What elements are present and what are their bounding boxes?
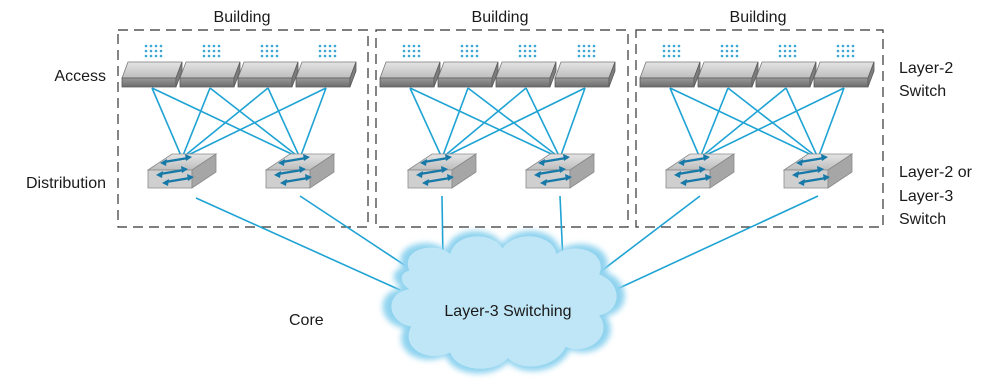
multilayer-switch-icon <box>264 153 336 189</box>
layer2-switch-icon <box>639 44 701 88</box>
device-label-layer2-line1: Layer-2 <box>899 60 953 77</box>
access-dist-link <box>181 87 269 159</box>
access-dist-link <box>181 87 211 159</box>
device-label-layer23-line3: Switch <box>899 211 946 228</box>
layer2-switch-icon <box>295 44 357 88</box>
access-dist-link <box>669 87 701 159</box>
building-boxes <box>117 29 884 228</box>
dist-core-link <box>299 195 416 273</box>
layer2-switch-icon <box>495 44 557 88</box>
device-label-layer2-line2: Switch <box>899 83 946 100</box>
core-cloud <box>382 231 625 374</box>
building-box-3 <box>635 29 884 228</box>
multilayer-switch-icon <box>664 153 736 189</box>
access-dist-link <box>699 87 845 159</box>
access-dist-link <box>299 87 327 159</box>
access-dist-link <box>525 87 561 159</box>
building-label-1: Building <box>214 9 271 26</box>
distribution-switches <box>146 153 854 189</box>
building-label-3: Building <box>730 9 787 26</box>
dist-core-link <box>195 197 401 291</box>
access-dist-link <box>441 87 469 159</box>
multilayer-switch-icon <box>406 153 478 189</box>
access-switches <box>121 44 875 88</box>
layer2-switch-icon <box>697 44 759 88</box>
access-dist-link <box>151 87 183 159</box>
layer-label-distribution: Distribution <box>26 175 106 192</box>
core-cloud-shape <box>391 236 617 369</box>
access-dist-link <box>441 87 586 159</box>
access-dist-link <box>699 87 787 159</box>
device-label-layer23-line2: Layer-3 <box>899 188 953 205</box>
layer2-switch-icon <box>179 44 241 88</box>
access-dist-link <box>441 87 527 159</box>
layer2-switch-icon <box>813 44 875 88</box>
access-dist-link <box>785 87 819 159</box>
access-dist-link <box>409 87 443 159</box>
dist-core-link <box>614 195 819 291</box>
core-cloud-label: Layer-3 Switching <box>444 303 571 320</box>
building-label-2: Building <box>472 9 529 26</box>
layer-label-access: Access <box>54 68 106 85</box>
layer2-switch-icon <box>554 44 616 88</box>
layer-label-core: Core <box>289 312 324 329</box>
layer2-switch-icon <box>237 44 299 88</box>
multilayer-switch-icon <box>782 153 854 189</box>
network-links <box>151 87 845 291</box>
dist-core-link <box>599 195 701 273</box>
multilayer-switch-icon <box>524 153 596 189</box>
layer2-switch-icon <box>121 44 183 88</box>
multilayer-switch-icon <box>146 153 218 189</box>
access-dist-link <box>559 87 586 159</box>
device-label-layer23-line1: Layer-2 or <box>899 164 973 181</box>
layer2-switch-icon <box>379 44 441 88</box>
access-dist-link <box>267 87 301 159</box>
access-dist-link <box>817 87 845 159</box>
access-dist-link <box>699 87 729 159</box>
layer2-switch-icon <box>437 44 499 88</box>
layer2-switch-icon <box>755 44 817 88</box>
access-dist-link <box>181 87 327 159</box>
